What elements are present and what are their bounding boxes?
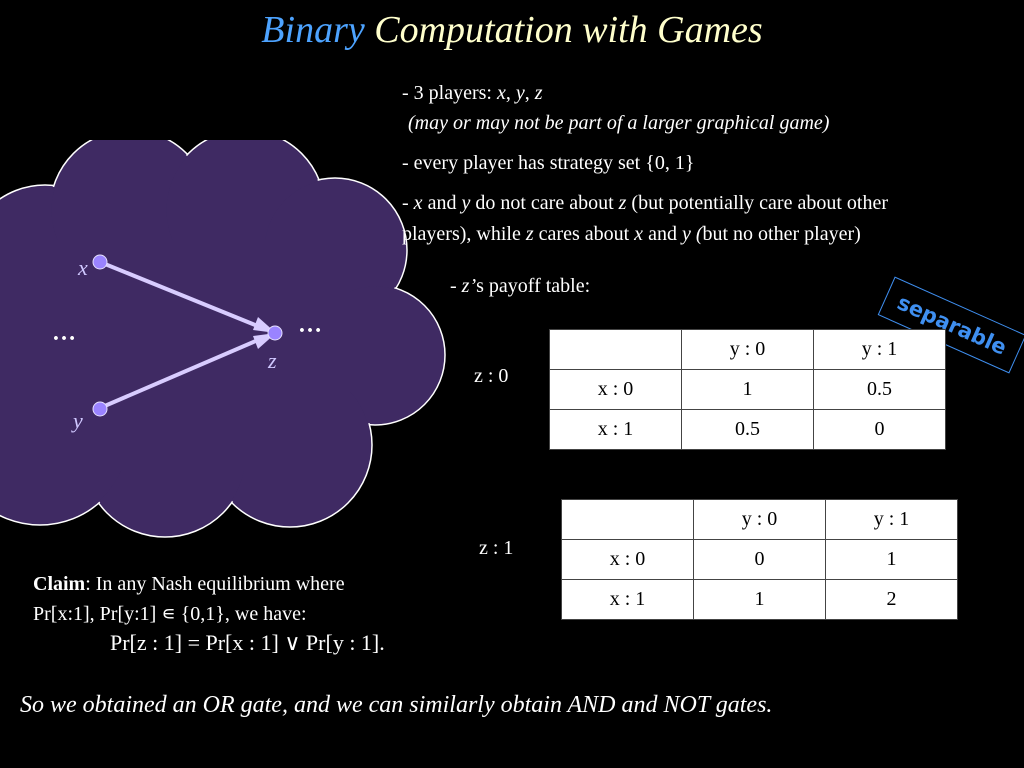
table-row: x : 1 1 2 bbox=[561, 579, 958, 620]
table1-z-label: z : 0 bbox=[474, 365, 509, 387]
bullet-players-note: (may or may not be part of a larger grap… bbox=[408, 112, 830, 134]
table-cell: 1 bbox=[681, 369, 814, 410]
table-cell: y : 0 bbox=[681, 329, 814, 370]
table-cell: x : 1 bbox=[549, 409, 682, 450]
edge-x-z bbox=[99, 260, 266, 331]
claim-text: Claim: In any Nash equilibrium where Pr[… bbox=[33, 569, 345, 629]
table-header-row: y : 0 y : 1 bbox=[549, 329, 946, 370]
right-ellipsis: … bbox=[298, 312, 322, 338]
table-cell: x : 0 bbox=[561, 539, 694, 580]
node-x-label: x bbox=[78, 255, 88, 280]
cloud-graph bbox=[0, 140, 446, 538]
claim-condition: Pr[x:1], Pr[y:1] ∊ {0,1}, we have: bbox=[33, 603, 307, 625]
title-rest: Computation with Games bbox=[374, 9, 763, 51]
bullet-dependency-line2: players), while z cares about x and y (b… bbox=[402, 223, 861, 245]
table-cell: y : 1 bbox=[825, 499, 958, 540]
table-cell: 0.5 bbox=[681, 409, 814, 450]
bullet-payoff-table: - z’s payoff table: bbox=[450, 275, 591, 297]
left-ellipsis: … bbox=[52, 320, 76, 346]
payoff-table-z1: y : 0 y : 1 x : 0 0 1 x : 1 1 2 bbox=[561, 499, 958, 620]
table-header-row: y : 0 y : 1 bbox=[561, 499, 958, 540]
table-row: x : 1 0.5 0 bbox=[549, 409, 946, 450]
node-y-label: y bbox=[73, 408, 83, 433]
table-cell: 1 bbox=[693, 579, 826, 620]
payoff-table-z0: y : 0 y : 1 x : 0 1 0.5 x : 1 0.5 0 bbox=[549, 329, 946, 450]
bullet-players: - 3 players: x, y, z bbox=[402, 82, 543, 104]
claim-label: Claim bbox=[33, 573, 86, 595]
bullet-dependency-line1: - x and y do not care about z (but poten… bbox=[402, 192, 888, 214]
table-row: x : 0 0 1 bbox=[561, 539, 958, 580]
node-z-label: z bbox=[268, 348, 277, 373]
table-cell: y : 1 bbox=[813, 329, 946, 370]
table-cell: 0 bbox=[693, 539, 826, 580]
table-cell bbox=[549, 329, 682, 370]
table-cell: 0 bbox=[813, 409, 946, 450]
claim-formula: Pr[z : 1] = Pr[x : 1] ∨ Pr[y : 1]. bbox=[110, 630, 385, 655]
table-cell: x : 1 bbox=[561, 579, 694, 620]
table-cell: 2 bbox=[825, 579, 958, 620]
table-cell: 1 bbox=[825, 539, 958, 580]
table2-z-label: z : 1 bbox=[479, 537, 514, 559]
table-cell: 0.5 bbox=[813, 369, 946, 410]
node-x bbox=[92, 254, 108, 270]
bullet-strategy: - every player has strategy set {0, 1} bbox=[402, 152, 695, 174]
node-z bbox=[267, 325, 283, 341]
table-cell: x : 0 bbox=[549, 369, 682, 410]
table-row: x : 0 1 0.5 bbox=[549, 369, 946, 410]
conclusion-text: So we obtained an OR gate, and we can si… bbox=[20, 692, 773, 718]
title-word-binary: Binary bbox=[261, 9, 365, 51]
table-cell bbox=[561, 499, 694, 540]
edge-y-z bbox=[99, 335, 266, 410]
node-y bbox=[92, 401, 108, 417]
table-cell: y : 0 bbox=[693, 499, 826, 540]
slide-title: Binary Computation with Games bbox=[0, 8, 1024, 52]
